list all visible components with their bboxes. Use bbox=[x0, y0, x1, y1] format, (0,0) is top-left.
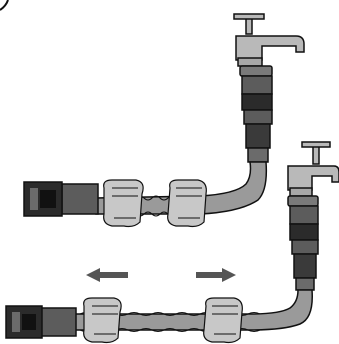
arrow-right-icon bbox=[196, 268, 236, 282]
hand-right-top-icon bbox=[168, 180, 207, 227]
end-connector-bottom bbox=[6, 306, 76, 338]
bottom-panel bbox=[6, 142, 339, 343]
hand-right-bottom-icon bbox=[204, 298, 243, 343]
corner-mark bbox=[0, 0, 8, 10]
end-connector-top bbox=[24, 182, 98, 216]
top-panel bbox=[24, 14, 304, 227]
hand-left-bottom-icon bbox=[84, 298, 121, 343]
faucet-top-icon bbox=[234, 14, 304, 66]
faucet-bottom-icon bbox=[288, 142, 339, 196]
arrow-left-icon bbox=[86, 268, 128, 282]
hand-left-top-icon bbox=[104, 180, 143, 227]
tap-connector-top bbox=[240, 66, 272, 162]
tap-connector-bottom bbox=[288, 196, 318, 290]
